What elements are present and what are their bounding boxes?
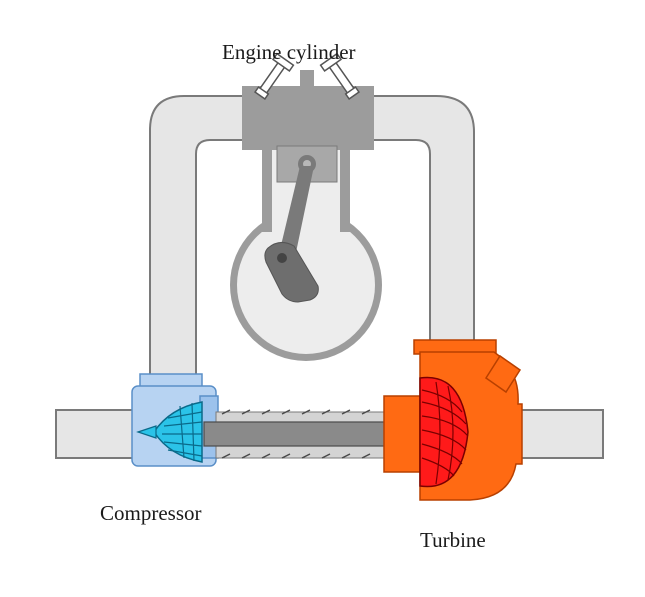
connecting-rod [278,166,314,262]
shaft-bar [203,421,419,447]
turbine-blades [421,381,469,485]
intake-pipe [55,409,147,459]
shaft-hatching [221,409,371,459]
turbine-bearing-housing [383,395,421,473]
crank-pin [277,253,287,263]
exhaust-manifold-pipe [364,95,475,346]
intake-valve [254,52,295,100]
exhaust-pipe [514,409,604,459]
engine-cylinder-label: Engine cylinder [222,40,356,64]
exhaust-valve [319,52,360,100]
engine-cylinder [230,70,382,361]
turbine [383,339,523,501]
compressor [131,373,219,467]
compressor-label: Compressor [100,501,202,525]
intake-manifold-pipe [149,95,251,379]
turbo-shaft [203,409,419,459]
turbine-label: Turbine [420,528,486,552]
compressor-impeller [153,401,203,463]
turbine-wastegate [484,354,522,394]
impeller-blades [162,402,203,462]
cylinder-walls [262,140,350,232]
spark-plug [300,70,314,100]
impeller-nose [136,425,157,439]
cylinder-head [242,86,374,150]
